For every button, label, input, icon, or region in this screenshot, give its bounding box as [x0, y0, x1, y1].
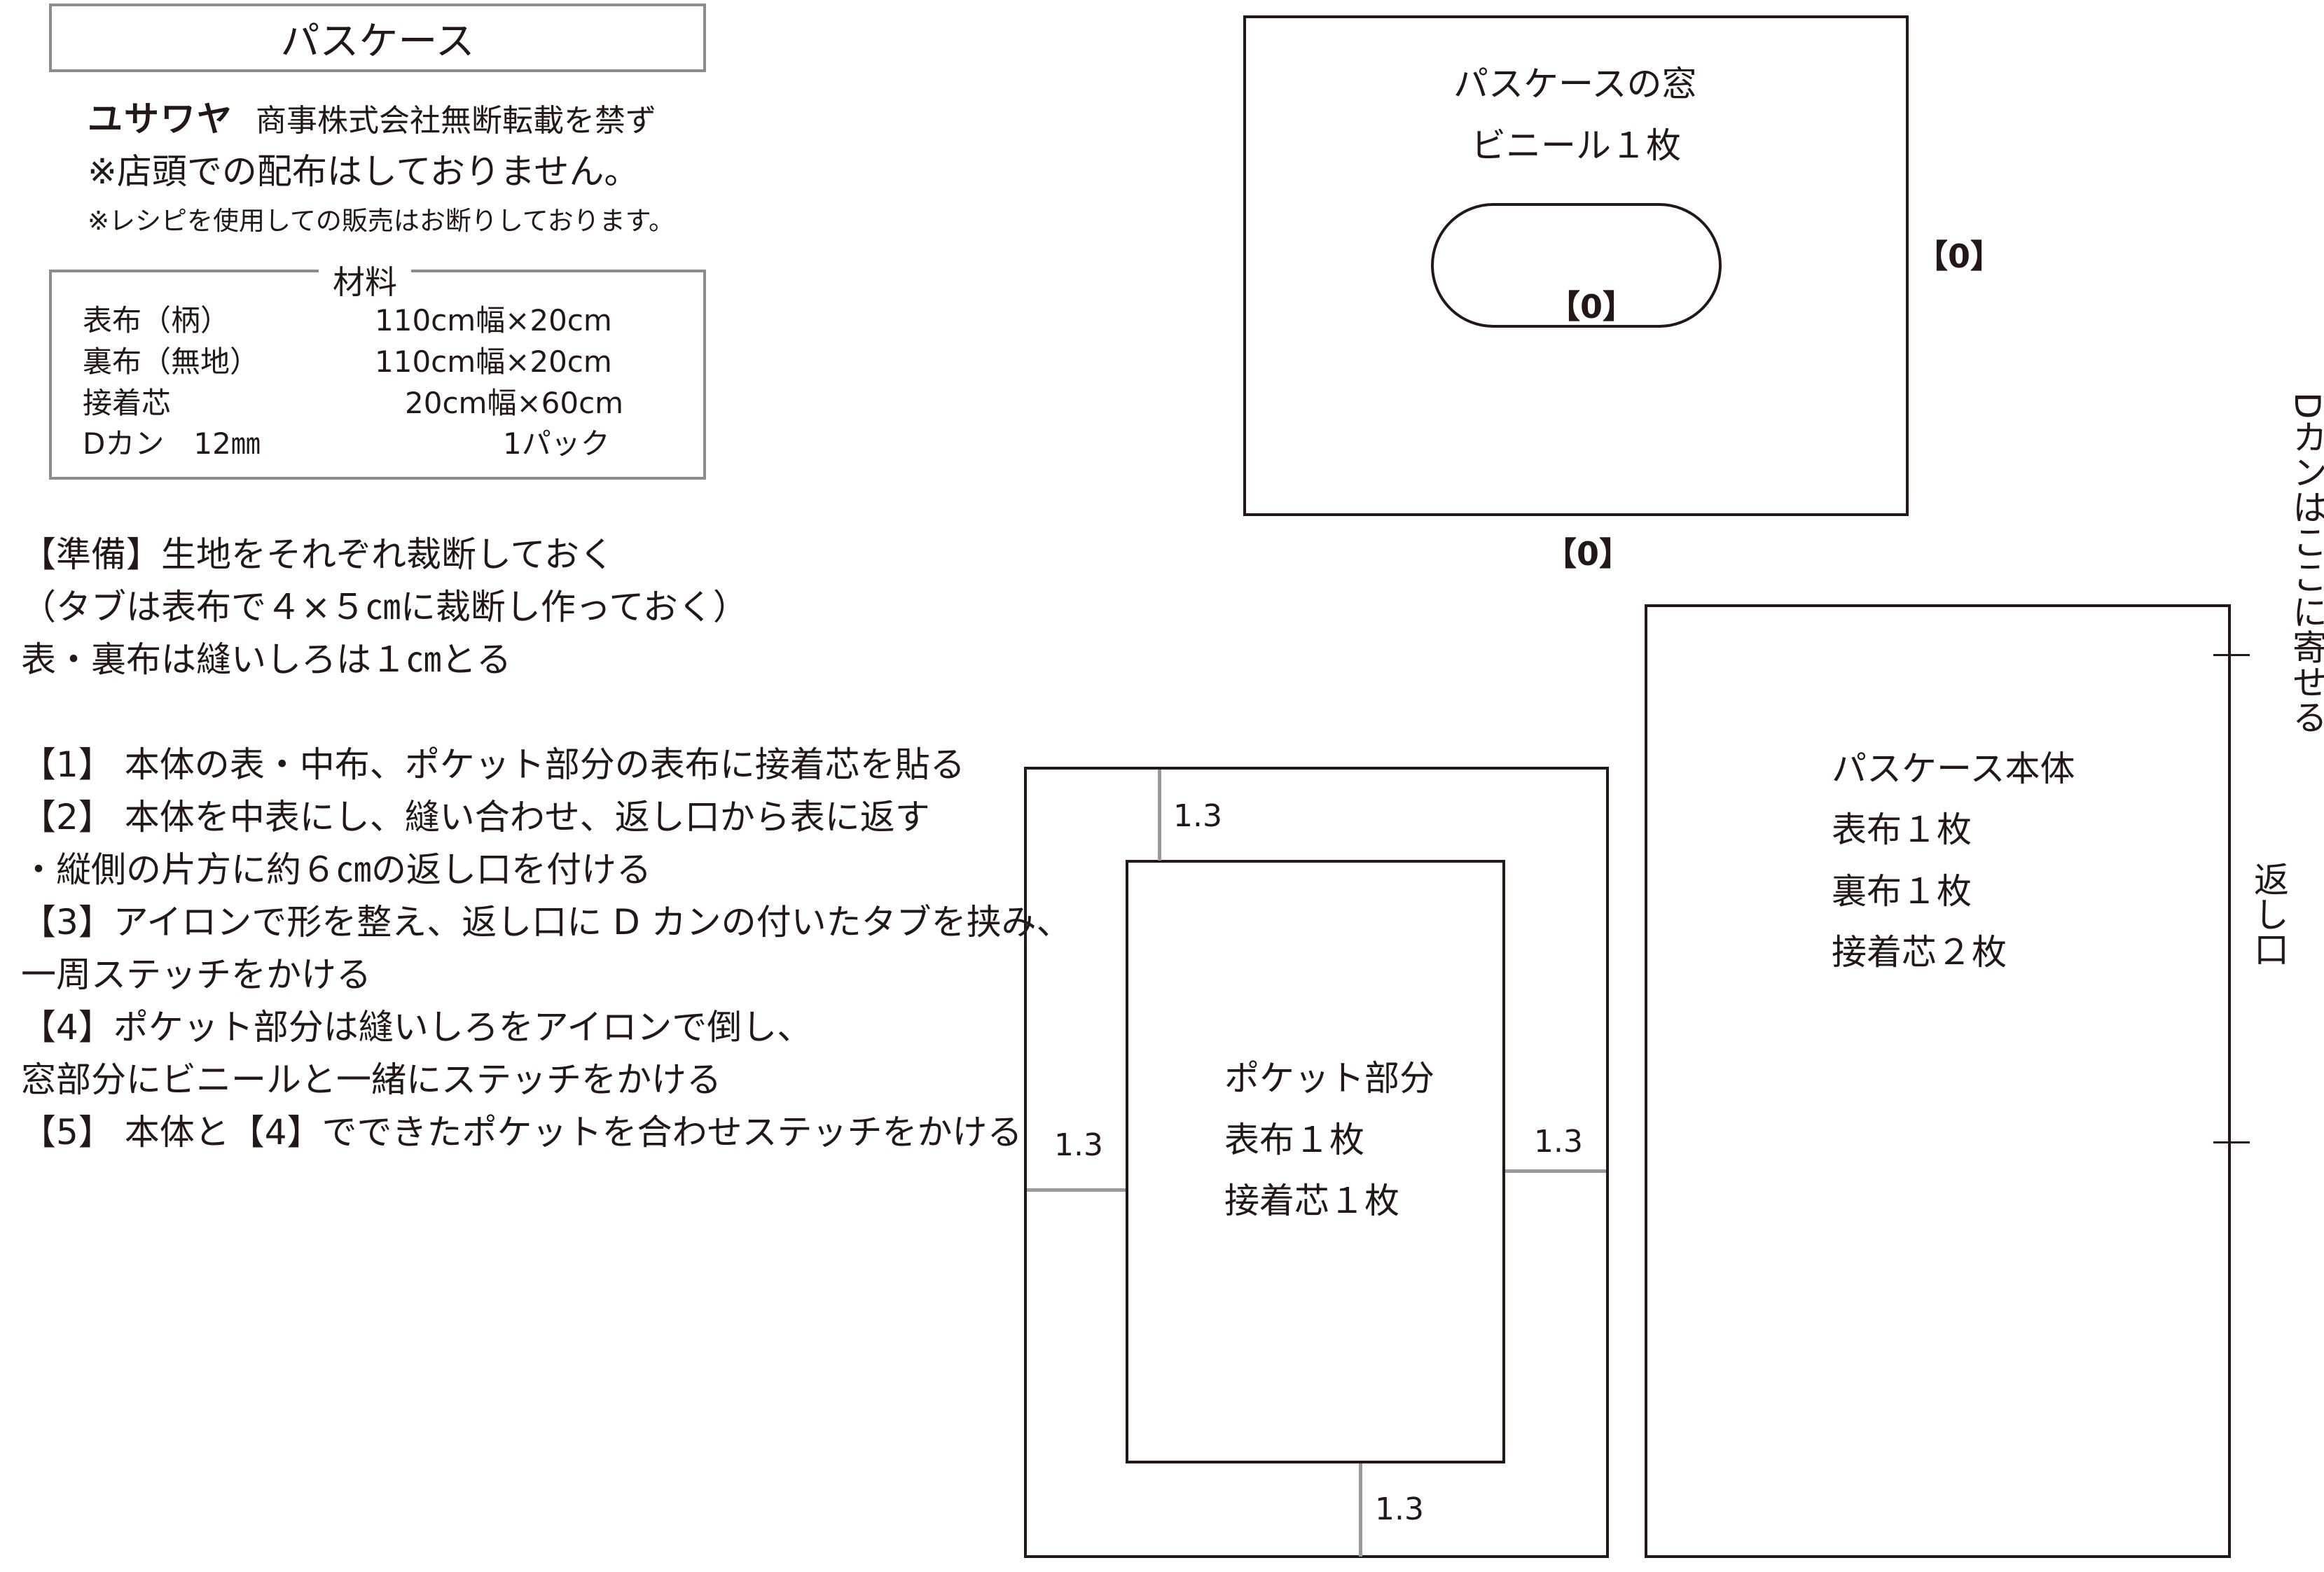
material-name: 接着芯: [83, 386, 172, 420]
pocket-outer-outline: [1024, 767, 1609, 1558]
instruction-line: 【3】アイロンで形を整え、返し口に D カンの付いたタブを挟み、: [21, 902, 1072, 942]
window-piece-name: パスケースの窓: [1453, 64, 1697, 104]
body-piece-line1: 表布１枚: [1832, 809, 1972, 850]
material-qty: 110cm幅×20cm: [375, 303, 612, 338]
pocket-bottom-dimension-line: [1359, 1463, 1362, 1557]
material-name: 表布（柄）: [83, 303, 230, 338]
body-piece-line2: 裏布１枚: [1832, 871, 1972, 912]
window-width-dimension: 【0】: [1544, 535, 1632, 573]
pocket-left-dimension: 1.3: [1054, 1127, 1103, 1163]
pocket-bottom-dimension: 1.3: [1375, 1491, 1424, 1527]
store-notice: ※店頭での配布はしておりません。: [88, 151, 639, 192]
page-title: パスケース: [49, 4, 706, 72]
pocket-left-dimension-line: [1027, 1188, 1126, 1192]
instruction-line: 【5】 本体と【4】でできたポケットを合わせステッチをかける: [21, 1112, 1023, 1153]
instruction-line: 【準備】生地をそれぞれ裁断しておく: [21, 534, 614, 575]
materials-title: 材料: [319, 257, 411, 303]
pocket-piece-line1: 表布１枚: [1224, 1120, 1364, 1160]
instruction-line: （タブは表布で４×５㎝に裁断し作っておく）: [21, 587, 748, 627]
dcan-placement-note: Dカンはここに寄せる: [2287, 392, 2324, 735]
window-opening-dimension: 【0】: [1548, 288, 1635, 326]
instruction-line: 【2】 本体を中表にし、縫い合わせ、返し口から表に返す: [21, 797, 930, 837]
instruction-line: 表・裏布は縫いしろは１㎝とる: [21, 639, 511, 680]
copyright-notice: 商事株式会社無断転載を禁ず: [256, 103, 656, 139]
instruction-line: 【4】ポケット部分は縫いしろをアイロンで倒し、: [21, 1007, 812, 1048]
sale-notice: ※レシピを使用しての販売はお断りしております。: [88, 206, 675, 236]
pocket-right-dimension: 1.3: [1534, 1124, 1583, 1160]
return-opening-label: 返し口: [2248, 861, 2289, 966]
window-pattern-outline: [1243, 15, 1909, 516]
material-name: 裏布（無地）: [83, 345, 260, 379]
pocket-piece-name: ポケット部分: [1224, 1058, 1434, 1099]
material-name: Dカン 12㎜: [83, 426, 261, 461]
pocket-inner-outline: [1126, 860, 1505, 1463]
material-qty: 110cm幅×20cm: [375, 345, 612, 379]
window-piece-material: ビニール１枚: [1471, 125, 1681, 166]
window-height-dimension: 【0】: [1916, 237, 2003, 275]
instruction-line: 窓部分にビニールと一緒にステッチをかける: [21, 1059, 721, 1100]
instruction-line: 一周ステッチをかける: [21, 954, 371, 995]
material-qty: 20cm幅×60cm: [405, 386, 624, 420]
window-opening-outline: [1431, 203, 1722, 328]
pocket-right-dimension-line: [1505, 1169, 1606, 1173]
opening-end-mark: [2213, 1141, 2250, 1143]
dcan-position-mark: [2213, 654, 2250, 656]
body-pattern-outline: [1645, 604, 2231, 1558]
pocket-top-dimension-line: [1158, 770, 1161, 861]
instruction-line: ・縦側の片方に約６㎝の返し口を付ける: [21, 849, 651, 890]
brand-logo: ユサワヤ: [88, 99, 233, 139]
pocket-top-dimension: 1.3: [1173, 798, 1222, 834]
instruction-line: 【1】 本体の表・中布、ポケット部分の表布に接着芯を貼る: [21, 744, 965, 785]
body-piece-line3: 接着芯２枚: [1832, 932, 2007, 973]
pocket-piece-line2: 接着芯１枚: [1224, 1181, 1399, 1221]
material-qty: 1パック: [503, 426, 610, 461]
body-piece-name: パスケース本体: [1832, 749, 2075, 789]
